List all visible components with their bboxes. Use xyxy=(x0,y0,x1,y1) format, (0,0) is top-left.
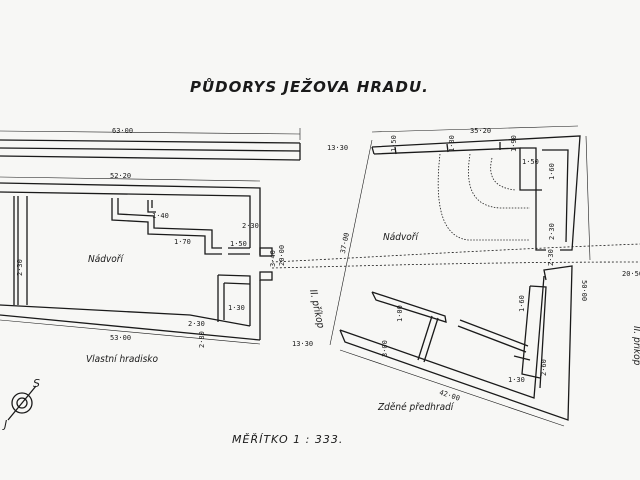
dim-63: 63·00 xyxy=(112,127,133,135)
dim-1330-bottom: 13·30 xyxy=(292,340,313,348)
dim-150-b: 1·50 xyxy=(390,135,398,152)
vlastni-hradisko-walls xyxy=(0,176,273,345)
top-wall xyxy=(0,128,301,161)
dim-160-a: 1·60 xyxy=(548,163,556,180)
dim-52: 52·20 xyxy=(110,172,131,180)
dim-230-b: 2·30 xyxy=(16,259,24,276)
nadvori-right-walls xyxy=(371,125,581,251)
dim-130-a: 1·30 xyxy=(228,304,245,312)
dim-140: 1·40 xyxy=(152,212,169,220)
zdene-predhradi-walls xyxy=(339,265,573,421)
dim-1330-top: 13·30 xyxy=(327,144,348,152)
dim-280: 2·80 xyxy=(198,331,206,348)
label-prikop-right: II. příkop xyxy=(631,326,640,366)
scale-label: MĚŘÍTKO 1 : 333. xyxy=(232,433,343,446)
dim-190: 1·90 xyxy=(510,135,518,152)
dim-300: 3·00 xyxy=(381,340,389,357)
dim-4200: 42·00 xyxy=(438,389,461,403)
dim-230-d: 2·30 xyxy=(548,223,556,240)
dim-160-b: 1·60 xyxy=(518,295,526,312)
dim-100: 1·00 xyxy=(396,305,404,322)
dim-5000: 50·00 xyxy=(580,280,588,301)
dim-2000: 20·00 xyxy=(278,245,286,266)
dim-230-e: 2·30 xyxy=(547,249,555,266)
dim-180: 1·80 xyxy=(448,135,456,152)
label-nadvori-left: Nádvoří xyxy=(88,253,124,265)
dim-260: 2·60 xyxy=(540,359,548,376)
label-vlastni-hradisko: Vlastní hradisko xyxy=(86,353,158,365)
dim-230-a: 2·30 xyxy=(242,222,259,230)
dim-150-c: 1·50 xyxy=(522,158,539,166)
dim-53: 53·00 xyxy=(110,334,131,342)
compass-north: S xyxy=(33,377,40,390)
plan-title: PŮDORYS JEŽOVA HRADU. xyxy=(190,77,429,96)
dim-150-a: 1·50 xyxy=(230,240,247,248)
dim-130-b: 1·30 xyxy=(508,376,525,384)
compass-south: J xyxy=(2,418,7,431)
label-nadvori-right: Nádvoří xyxy=(383,231,419,243)
dim-170: 1·70 xyxy=(174,238,191,246)
label-zdene-predhradi: Zděné předhradí xyxy=(377,401,455,413)
dim-340: 3·40 xyxy=(269,250,277,267)
compass-icon xyxy=(7,385,37,421)
label-prikop-left: II. příkop xyxy=(307,288,327,329)
dim-2050: 20·50 xyxy=(622,270,640,278)
dim-230-c: 2·30 xyxy=(188,320,205,328)
dim-3520: 35·20 xyxy=(470,127,491,135)
